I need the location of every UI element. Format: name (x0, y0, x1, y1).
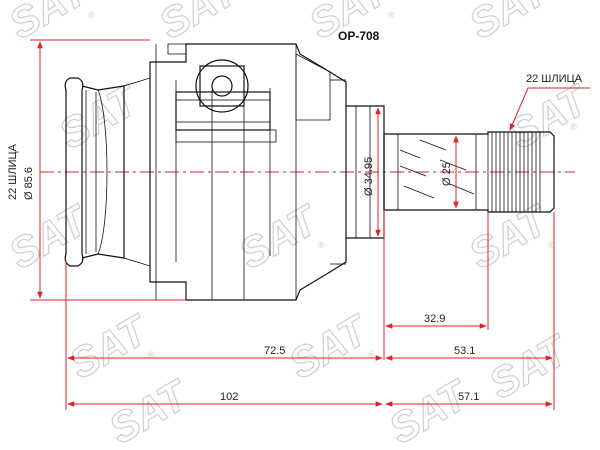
watermark: SAT (281, 305, 377, 388)
dim-72-5-label: 72.5 (264, 345, 285, 357)
stub-shaft (383, 131, 555, 213)
watermark-registered: ® (88, 10, 95, 20)
dim-57-1-label: 57.1 (458, 391, 479, 403)
spline-teeth (487, 132, 541, 212)
watermark: SAT (151, 0, 247, 48)
spline-count-left-label: 22 ШЛИЦА (7, 143, 19, 200)
watermark: SAT (1, 195, 97, 278)
watermark-registered: ® (570, 122, 577, 132)
spline-leader-line (509, 87, 590, 131)
watermark: SAT (61, 305, 157, 388)
housing (149, 43, 347, 301)
dim-102-label: 102 (220, 391, 238, 403)
part-number: OP-708 (338, 29, 380, 43)
dia-shaft-label: Ø 34.95 (363, 157, 375, 196)
watermark-registered: ® (548, 240, 555, 250)
watermark: SAT (1, 0, 97, 48)
watermark-registered: ® (388, 10, 395, 20)
dimension-lines (30, 39, 590, 410)
watermark: SAT (461, 195, 557, 278)
watermark: SAT (461, 0, 557, 48)
watermark: SAT (481, 325, 577, 408)
dia-outer-label: Ø 85.6 (23, 167, 35, 200)
watermark-registered: ® (148, 350, 155, 360)
spline-count-right-label: 22 ШЛИЦА (526, 73, 583, 85)
watermark-registered: ® (318, 240, 325, 250)
watermark-registered: ® (368, 350, 375, 360)
dim-53-1-label: 53.1 (454, 345, 475, 357)
watermark: SAT (101, 370, 197, 450)
watermark: SAT (231, 195, 327, 278)
dim-32-9-label: 32.9 (424, 313, 445, 325)
watermark: SAT (381, 370, 477, 450)
dia-spline-label: Ø 25 (441, 162, 453, 186)
